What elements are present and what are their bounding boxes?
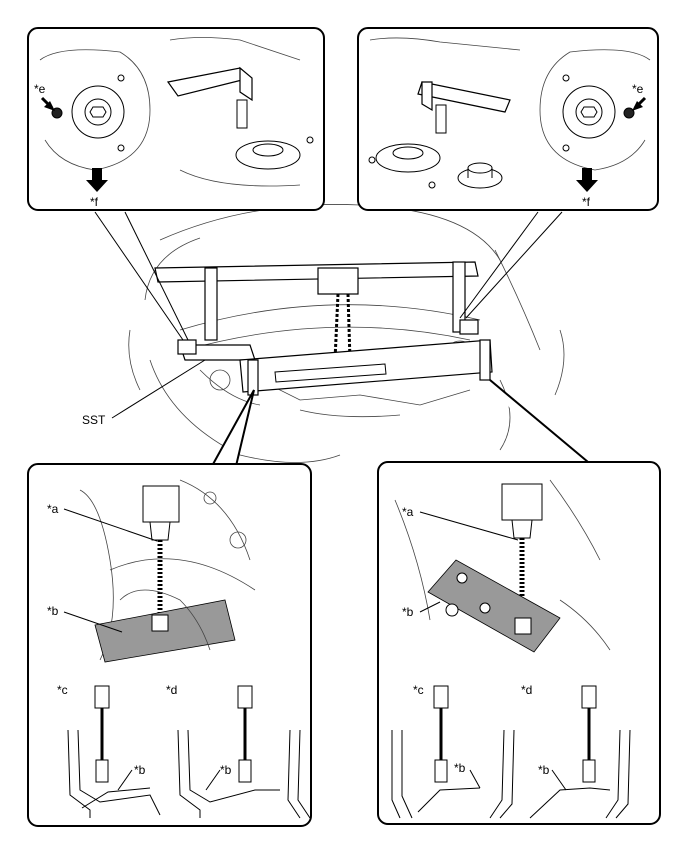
bolt-position-d-left (177, 685, 311, 819)
label-b-d-left: *b (220, 763, 232, 777)
callout-top-right: *e *f (357, 27, 659, 211)
label-a-right: *a (402, 505, 414, 519)
label-e-left: *e (34, 82, 46, 96)
callout-connectors (94, 211, 591, 467)
sst-leader-line (111, 359, 206, 419)
label-b-d-right: *b (538, 763, 550, 777)
leader-b-right (419, 601, 441, 613)
bolt-position-c-right (391, 685, 515, 819)
leader-a-right (419, 511, 519, 541)
label-f-left: *f (90, 195, 99, 209)
strut-mount-detail-left (39, 49, 151, 171)
bar-over-strut-left (166, 37, 314, 187)
down-arrow-f-right (576, 168, 598, 192)
callout-top-left: *e *f (27, 27, 325, 211)
leader-a-left (63, 508, 158, 542)
callout-bottom-left: *a *b *c *b *d *b (27, 463, 312, 827)
hook-bolt-detail-right (394, 479, 611, 653)
bar-over-strut-right (368, 37, 521, 189)
leader-b-left (63, 611, 123, 633)
label-e-right: *e (632, 82, 644, 96)
callout-bottom-right: *a *b *c *b *d *b (377, 461, 661, 825)
strut-mount-detail-right (539, 49, 651, 171)
mount-bolt-e-right (623, 107, 635, 119)
label-b-left: *b (47, 604, 59, 618)
down-arrow-f-left (86, 168, 108, 192)
sst-label: SST (82, 413, 106, 427)
vehicle-engine-bay (128, 204, 565, 463)
bolt-position-c-left (67, 685, 161, 818)
label-c-left: *c (57, 683, 68, 697)
label-b-c-right: *b (454, 761, 466, 775)
bolt-position-d-right (529, 685, 631, 819)
label-a-left: *a (47, 502, 59, 516)
label-c-right: *c (413, 683, 424, 697)
label-d-right: *d (521, 683, 532, 697)
label-f-right: *f (582, 195, 591, 209)
label-b-right: *b (402, 605, 414, 619)
label-d-left: *d (166, 683, 177, 697)
label-b-c-left: *b (134, 763, 146, 777)
hook-bolt-detail-left (79, 479, 256, 663)
